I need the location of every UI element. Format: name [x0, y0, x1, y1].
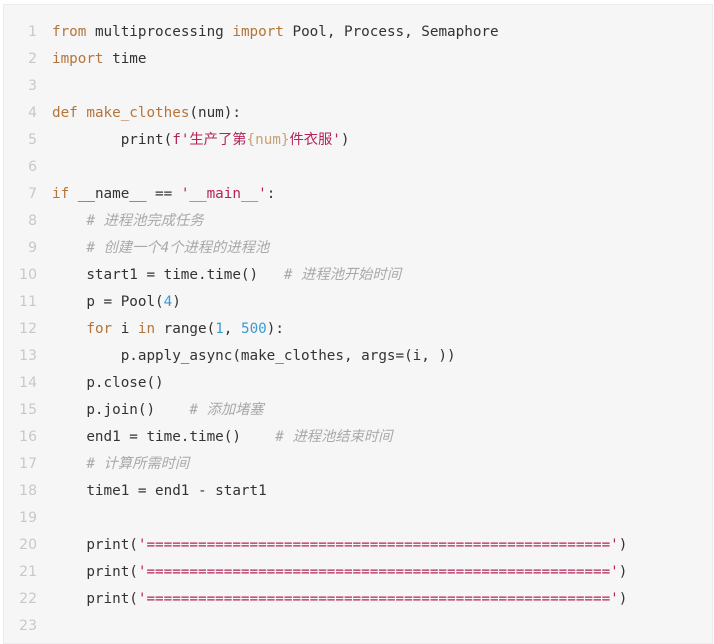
code-text: p.apply_async(make_clothes, args=(i, )) — [52, 346, 456, 366]
token-plain: (num): — [189, 105, 241, 121]
token-plain: print( — [52, 564, 138, 580]
code-text: end1 = time.time() # 进程池结束时间 — [52, 427, 392, 447]
code-text: from multiprocessing import Pool, Proces… — [52, 22, 499, 42]
code-text: print('=================================… — [52, 535, 627, 555]
token-plain: , — [223, 321, 241, 337]
line-number: 2 — [28, 51, 37, 67]
line-number: 21 — [19, 564, 37, 580]
token-plain: p = Pool( — [52, 294, 164, 310]
line-number: 6 — [28, 159, 37, 175]
token-plain: Pool, Process, Semaphore — [283, 24, 499, 40]
line-number: 7 — [28, 186, 37, 202]
line-number: 9 — [28, 240, 37, 256]
code-text: p = Pool(4) — [52, 292, 181, 312]
line-number: 23 — [19, 618, 37, 634]
token-str: '=======================================… — [137, 537, 619, 553]
token-plain: __name__ == — [69, 186, 181, 202]
line-number: 12 — [19, 321, 37, 337]
line-number: 13 — [19, 348, 37, 364]
token-plain: print( — [52, 132, 173, 148]
token-num: 500 — [240, 321, 267, 337]
token-plain: p.apply_async(make_clothes, args=(i, )) — [52, 348, 456, 364]
code-text: def make_clothes(num): — [52, 103, 241, 123]
line-number: 19 — [19, 510, 37, 526]
line-number: 15 — [19, 402, 37, 418]
token-plain — [52, 456, 86, 472]
token-plain: i — [112, 321, 138, 337]
token-plain: ) — [618, 537, 628, 553]
code-text: print('=================================… — [52, 562, 627, 582]
token-kw: if — [52, 186, 70, 202]
code-text: import time — [52, 49, 146, 69]
token-str: '=======================================… — [137, 591, 619, 607]
code-text: print(f'生产了第{num}件衣服') — [52, 130, 350, 150]
token-plain: start1 = time.time() — [52, 267, 284, 283]
code-text: p.join() # 添加堵塞 — [52, 400, 264, 420]
code-text: start1 = time.time() # 进程池开始时间 — [52, 265, 401, 285]
token-kw: import — [52, 51, 104, 67]
line-number: 10 — [19, 267, 37, 283]
code-text: # 计算所需时间 — [52, 454, 189, 474]
line-number: 8 — [28, 213, 37, 229]
token-plain: p.join() — [52, 402, 190, 418]
token-plain — [52, 321, 86, 337]
code-text: for i in range(1, 500): — [52, 319, 284, 339]
token-cmt: # 创建一个4个进程的进程池 — [86, 240, 270, 256]
token-cmt: # 计算所需时间 — [86, 456, 190, 472]
token-cmt: # 进程池开始时间 — [283, 267, 401, 283]
token-plain: ): — [266, 321, 284, 337]
token-plain: : — [266, 186, 276, 202]
line-number: 4 — [28, 105, 37, 121]
token-str: 件衣服' — [289, 132, 341, 148]
token-num: 4 — [163, 294, 173, 310]
code-text: p.close() — [52, 373, 164, 393]
token-plain: print( — [52, 591, 138, 607]
token-plain: ) — [618, 564, 628, 580]
token-cmt: # 进程池结束时间 — [275, 429, 393, 445]
token-str: '__main__' — [180, 186, 267, 202]
token-plain: time1 = end1 - start1 — [52, 483, 267, 499]
line-number: 3 — [28, 78, 37, 94]
line-number: 22 — [19, 591, 37, 607]
token-plain: end1 = time.time() — [52, 429, 276, 445]
token-interp: {num} — [246, 132, 290, 148]
token-plain: print( — [52, 537, 138, 553]
token-plain: ) — [172, 294, 181, 310]
token-str: f'生产了第 — [172, 132, 247, 148]
line-number: 1 — [28, 24, 37, 40]
line-number: 17 — [19, 456, 37, 472]
token-plain — [52, 240, 86, 256]
token-plain — [52, 213, 86, 229]
token-plain: multiprocessing — [86, 24, 233, 40]
token-plain: time — [103, 51, 147, 67]
token-plain: ) — [618, 591, 628, 607]
token-cmt: # 添加堵塞 — [189, 402, 264, 418]
line-number: 16 — [19, 429, 37, 445]
token-str: '=======================================… — [137, 564, 619, 580]
line-number: 18 — [19, 483, 37, 499]
line-number: 20 — [19, 537, 37, 553]
line-number: 11 — [19, 294, 37, 310]
token-kw: in — [137, 321, 156, 337]
line-number: 5 — [28, 132, 37, 148]
token-plain: p.close() — [52, 375, 164, 391]
code-text: # 创建一个4个进程的进程池 — [52, 238, 269, 258]
token-kw: from — [52, 24, 87, 40]
code-text: print('=================================… — [52, 589, 627, 609]
code-text: time1 = end1 - start1 — [52, 481, 267, 501]
token-kw: make_clothes — [86, 105, 190, 121]
code-block: 1 from multiprocessing import Pool, Proce… — [3, 4, 713, 644]
token-kw: def — [52, 105, 78, 121]
line-number: 14 — [19, 375, 37, 391]
token-kw: for — [86, 321, 113, 337]
token-kw: import — [232, 24, 284, 40]
code-text: if __name__ == '__main__': — [52, 184, 275, 204]
token-plain: range( — [155, 321, 216, 337]
token-num: 1 — [215, 321, 224, 337]
token-plain: ) — [340, 132, 350, 148]
token-cmt: # 进程池完成任务 — [86, 213, 204, 229]
code-text: # 进程池完成任务 — [52, 211, 203, 231]
